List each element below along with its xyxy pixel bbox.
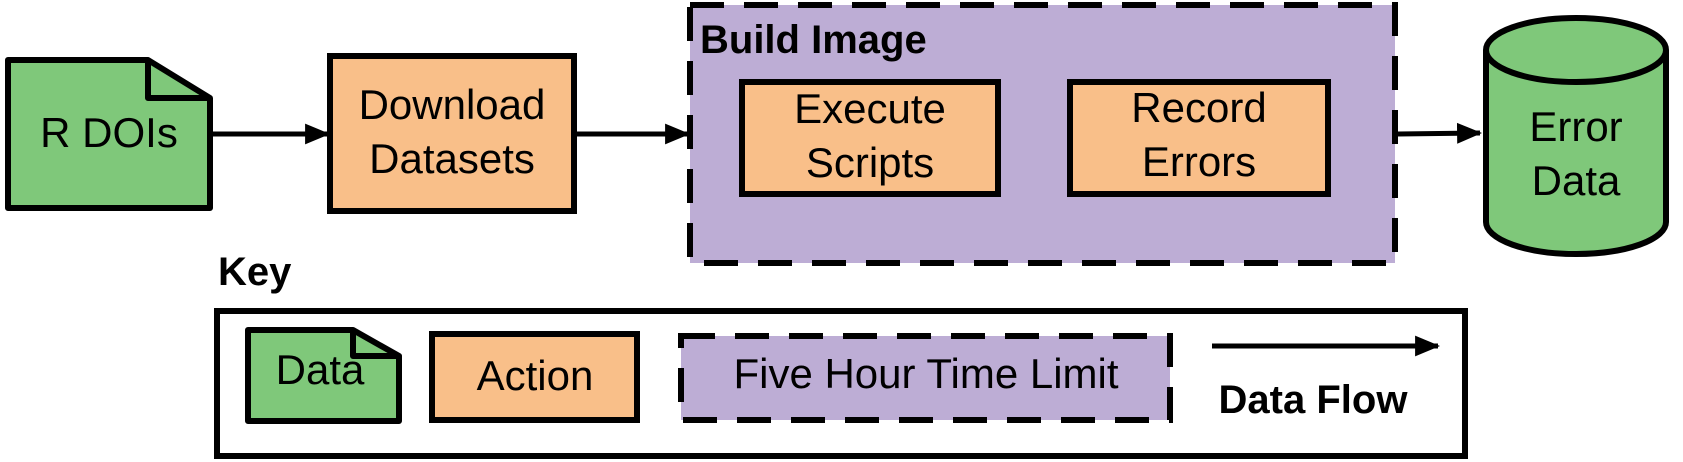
document-fold <box>145 60 210 101</box>
cylinder-top <box>1483 15 1669 85</box>
build-image-title: Build Image <box>700 18 927 62</box>
build-image-container: Build Image Execute Scripts Record Error… <box>687 2 1398 266</box>
flow-arrow-3 <box>1397 122 1483 144</box>
key-title: Key <box>218 250 292 294</box>
action-box <box>429 331 640 423</box>
download-label-line2: Datasets <box>369 135 535 182</box>
execute-scripts-node: Execute Scripts <box>739 79 1001 197</box>
download-datasets-node: Download Datasets <box>327 53 577 214</box>
document-shape <box>245 327 402 424</box>
legend-item-time-limit: Five Hour Time Limit <box>678 333 1173 423</box>
record-label-line1: Record <box>1131 84 1266 131</box>
error-data-node: Error Data <box>1483 15 1669 257</box>
download-label-line1: Download <box>359 81 546 128</box>
record-label-line2: Errors <box>1142 138 1256 185</box>
legend-item-action: Action <box>429 331 640 423</box>
action-box <box>327 53 577 214</box>
legend-item-data-flow: Data Flow <box>1212 335 1441 422</box>
cylinder-body <box>1483 50 1669 257</box>
error-data-label-line2: Data <box>1532 157 1621 204</box>
legend-time-limit-label: Five Hour Time Limit <box>733 350 1118 397</box>
record-errors-node: Record Errors <box>1067 79 1331 197</box>
legend-data-flow-label: Data Flow <box>1219 378 1409 422</box>
legend: Data Action Five Hour Time Limit Data Fl… <box>214 308 1468 459</box>
legend-action-label: Action <box>477 352 594 399</box>
legend-data-label: Data <box>276 346 365 393</box>
time-limit-box <box>678 333 1173 423</box>
r-dois-node: R DOIs <box>5 57 213 211</box>
legend-item-data: Data <box>245 327 402 424</box>
error-data-label-line1: Error <box>1529 103 1622 150</box>
document-fold <box>350 330 399 359</box>
action-box <box>739 79 1001 197</box>
execute-label-line1: Execute <box>794 85 946 132</box>
action-box <box>1067 79 1331 197</box>
r-dois-label: R DOIs <box>40 109 178 156</box>
execute-label-line2: Scripts <box>806 139 934 186</box>
